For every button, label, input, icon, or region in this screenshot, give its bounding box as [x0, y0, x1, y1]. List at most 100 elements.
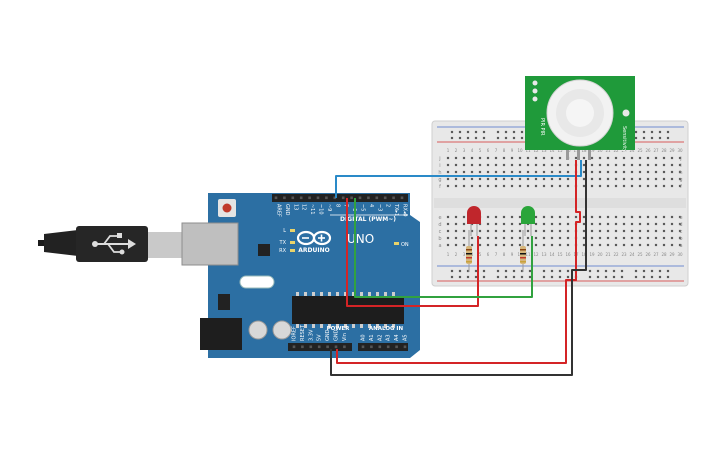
breadboard-hole[interactable]	[558, 236, 562, 240]
breadboard-hole[interactable]	[510, 163, 514, 167]
breadboard-hole[interactable]	[510, 236, 514, 240]
breadboard-hole[interactable]	[446, 222, 450, 226]
breadboard-hole[interactable]	[454, 156, 458, 160]
rail-hole[interactable]	[482, 130, 486, 134]
breadboard-hole[interactable]	[526, 156, 530, 160]
rail-hole[interactable]	[658, 136, 662, 140]
breadboard-hole[interactable]	[478, 156, 482, 160]
analog-pin-hole[interactable]	[395, 345, 398, 349]
breadboard-hole[interactable]	[566, 236, 570, 240]
breadboard-hole[interactable]	[670, 177, 674, 181]
resistor-1[interactable]	[466, 230, 472, 272]
rail-hole[interactable]	[642, 269, 646, 273]
power-pin-hole[interactable]	[309, 345, 313, 349]
rail-hole[interactable]	[658, 130, 662, 134]
breadboard-hole[interactable]	[534, 222, 538, 226]
breadboard-hole[interactable]	[662, 236, 666, 240]
breadboard-hole[interactable]	[646, 236, 650, 240]
rail-hole[interactable]	[496, 136, 500, 140]
breadboard-hole[interactable]	[494, 170, 498, 174]
rail-hole[interactable]	[520, 136, 524, 140]
breadboard-hole[interactable]	[566, 222, 570, 226]
breadboard-hole[interactable]	[606, 177, 610, 181]
breadboard-hole[interactable]	[494, 163, 498, 167]
breadboard-hole[interactable]	[494, 177, 498, 181]
breadboard-hole[interactable]	[646, 243, 650, 247]
breadboard-hole[interactable]	[502, 163, 506, 167]
breadboard-hole[interactable]	[542, 184, 546, 188]
breadboard-hole[interactable]	[630, 170, 634, 174]
breadboard-hole[interactable]	[670, 215, 674, 219]
breadboard-hole[interactable]	[542, 243, 546, 247]
breadboard-hole[interactable]	[622, 156, 626, 160]
breadboard-hole[interactable]	[518, 236, 522, 240]
power-pin-hole[interactable]	[326, 345, 329, 349]
breadboard-hole[interactable]	[590, 184, 594, 188]
breadboard-hole[interactable]	[606, 156, 610, 160]
breadboard-hole[interactable]	[638, 222, 642, 226]
breadboard-hole[interactable]	[526, 236, 530, 240]
breadboard-hole[interactable]	[638, 163, 642, 167]
breadboard-hole[interactable]	[590, 170, 594, 174]
breadboard-hole[interactable]	[550, 243, 554, 247]
rail-hole[interactable]	[520, 130, 524, 134]
breadboard-hole[interactable]	[606, 236, 610, 240]
breadboard-hole[interactable]	[534, 177, 538, 181]
breadboard-hole[interactable]	[446, 243, 450, 247]
breadboard-hole[interactable]	[486, 177, 490, 181]
breadboard-hole[interactable]	[646, 222, 650, 226]
breadboard-hole[interactable]	[582, 177, 586, 181]
breadboard-hole[interactable]	[582, 222, 586, 226]
breadboard-hole[interactable]	[590, 156, 594, 160]
digital-pin-hole[interactable]	[274, 196, 278, 200]
breadboard-hole[interactable]	[518, 215, 522, 219]
rail-hole[interactable]	[642, 130, 646, 134]
power-pin-hole[interactable]	[317, 345, 321, 349]
breadboard-hole[interactable]	[614, 222, 618, 226]
breadboard-hole[interactable]	[558, 156, 562, 160]
rail-hole[interactable]	[650, 130, 654, 134]
breadboard-hole[interactable]	[486, 243, 490, 247]
breadboard-hole[interactable]	[654, 229, 658, 233]
breadboard-hole[interactable]	[550, 236, 554, 240]
usb-cable[interactable]	[38, 226, 182, 262]
breadboard-hole[interactable]	[662, 243, 666, 247]
breadboard-hole[interactable]	[510, 156, 514, 160]
breadboard-hole[interactable]	[646, 184, 650, 188]
breadboard-hole[interactable]	[606, 163, 610, 167]
rail-hole[interactable]	[634, 136, 638, 140]
breadboard-hole[interactable]	[598, 222, 602, 226]
breadboard-hole[interactable]	[598, 236, 602, 240]
breadboard-hole[interactable]	[494, 215, 498, 219]
breadboard-hole[interactable]	[526, 177, 530, 181]
breadboard-hole[interactable]	[478, 177, 482, 181]
rail-hole[interactable]	[612, 275, 616, 279]
breadboard-hole[interactable]	[678, 243, 682, 247]
breadboard-hole[interactable]	[454, 177, 458, 181]
breadboard-hole[interactable]	[598, 243, 602, 247]
breadboard-hole[interactable]	[614, 229, 618, 233]
rail-hole[interactable]	[666, 275, 670, 279]
rail-hole[interactable]	[482, 269, 486, 273]
breadboard-hole[interactable]	[638, 156, 642, 160]
breadboard-hole[interactable]	[678, 170, 682, 174]
breadboard-hole[interactable]	[454, 243, 458, 247]
breadboard-hole[interactable]	[566, 170, 570, 174]
breadboard-hole[interactable]	[654, 163, 658, 167]
breadboard-hole[interactable]	[534, 184, 538, 188]
led-green[interactable]	[521, 206, 535, 236]
rail-hole[interactable]	[512, 136, 516, 140]
breadboard-hole[interactable]	[606, 229, 610, 233]
breadboard-hole[interactable]	[550, 184, 554, 188]
rail-hole[interactable]	[566, 269, 570, 273]
breadboard-hole[interactable]	[526, 170, 530, 174]
rail-hole[interactable]	[466, 136, 470, 140]
breadboard-hole[interactable]	[654, 222, 658, 226]
breadboard-hole[interactable]	[454, 163, 458, 167]
breadboard-hole[interactable]	[574, 215, 578, 219]
breadboard-hole[interactable]	[662, 184, 666, 188]
breadboard-hole[interactable]	[670, 222, 674, 226]
digital-pin-hole[interactable]	[400, 196, 404, 200]
rail-hole[interactable]	[542, 275, 546, 279]
breadboard-hole[interactable]	[502, 243, 506, 247]
